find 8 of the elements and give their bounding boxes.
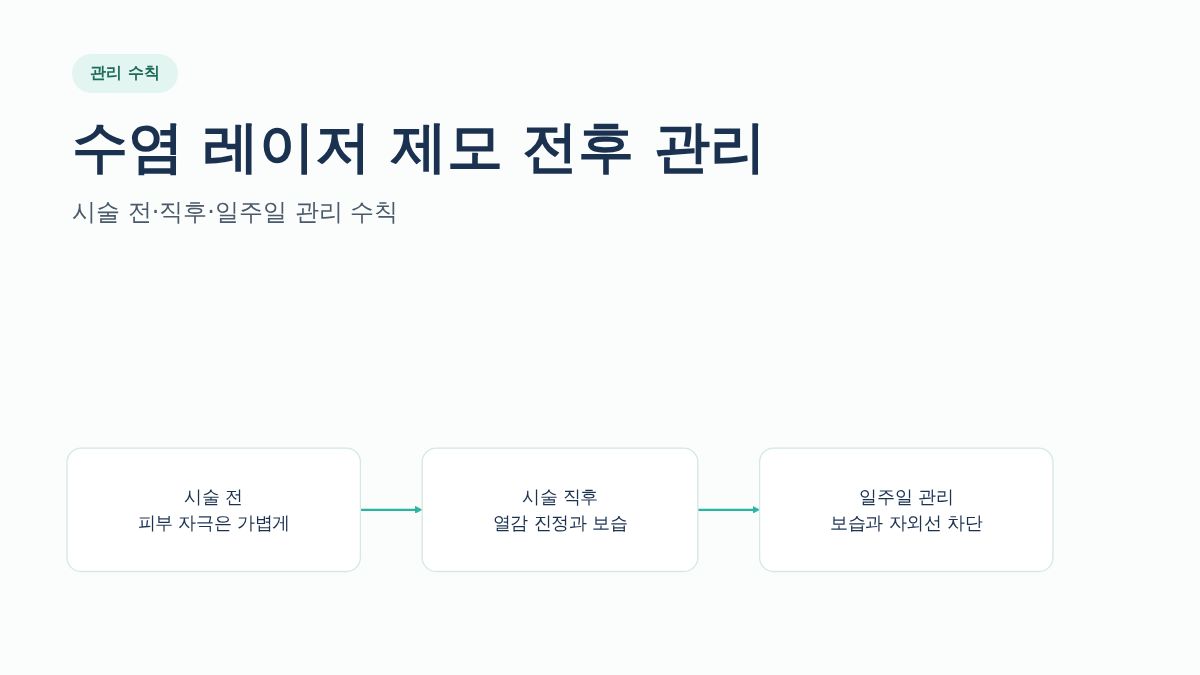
node-box: 일주일 관리 보습과 자외선 차단 bbox=[758, 447, 1054, 573]
subtitle: 시술 전·직후·일주일 관리 수칙 bbox=[72, 197, 399, 228]
arrow bbox=[697, 506, 760, 514]
node-box: 시술 전 피부 자극은 가볍게 bbox=[66, 447, 362, 573]
category-tag: 관리 수칙 bbox=[72, 54, 178, 93]
arrow bbox=[360, 506, 423, 514]
node-box: 시술 직후 열감 진정과 보습 bbox=[421, 447, 699, 573]
page-title: 수염 레이저 제모 전후 관리 bbox=[72, 113, 766, 181]
